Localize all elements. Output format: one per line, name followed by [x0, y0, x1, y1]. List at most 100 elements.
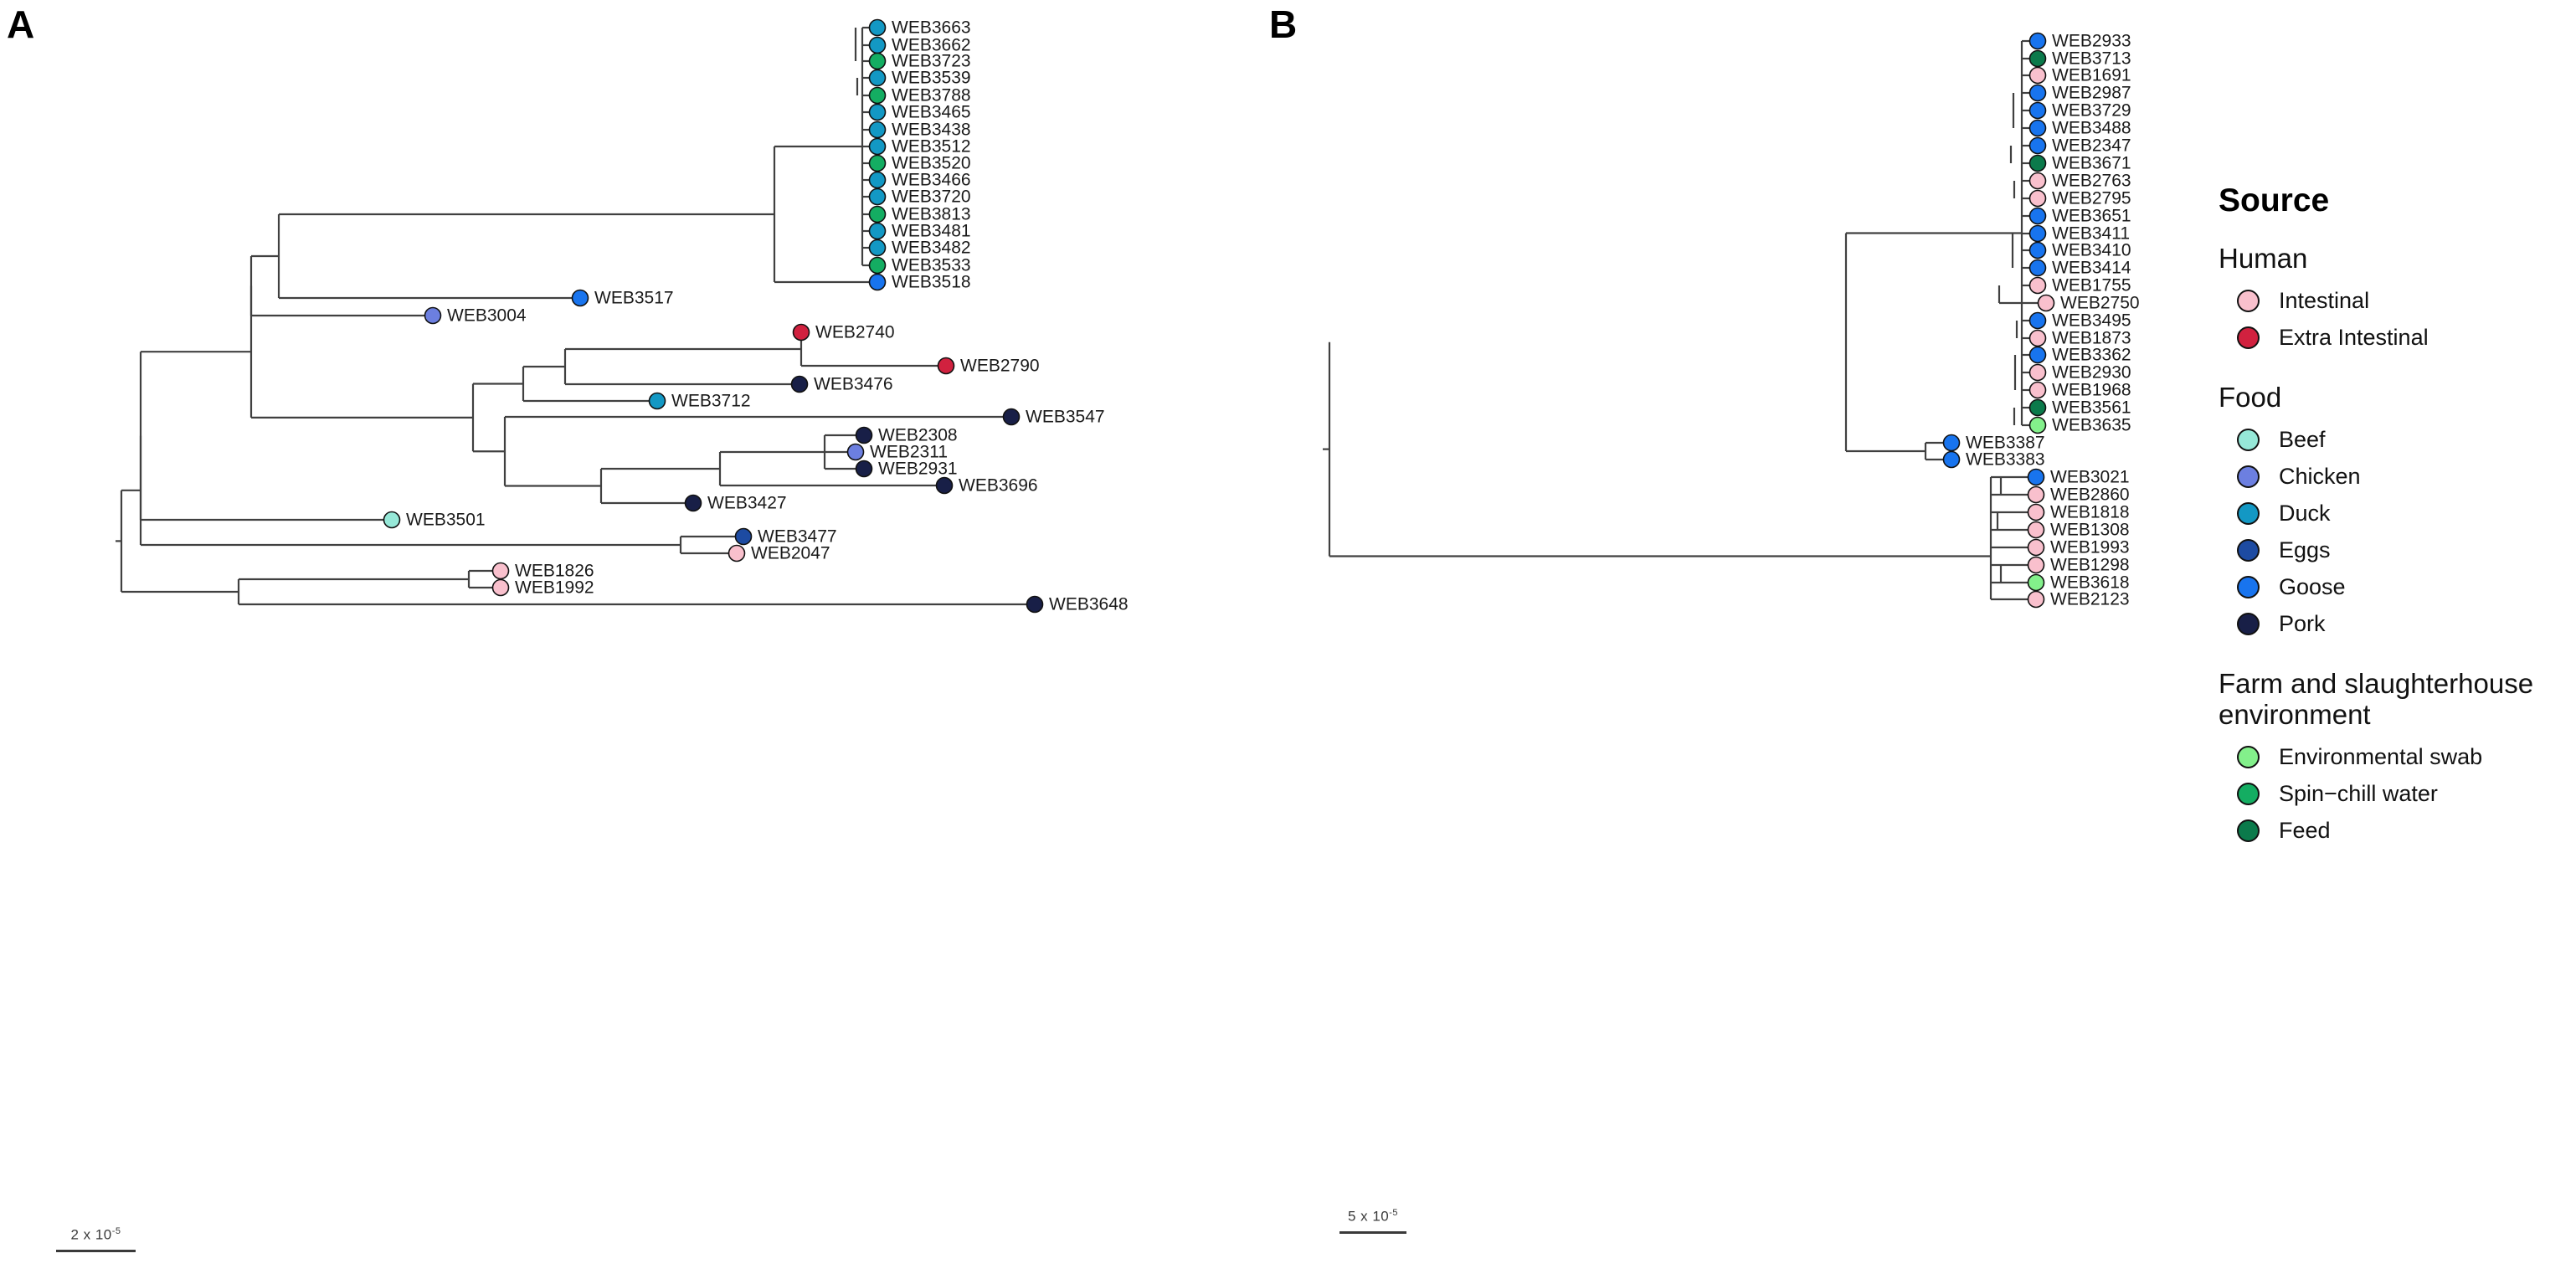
legend-item-label: Duck [2279, 500, 2331, 526]
legend-item[interactable]: Spin−chill water [2237, 778, 2570, 810]
tip-marker-WEB2347[interactable] [2028, 136, 2047, 155]
tip-marker-WEB3539[interactable] [868, 69, 887, 87]
tip-marker-WEB3512[interactable] [868, 137, 887, 156]
tip-marker-WEB3387[interactable] [1942, 434, 1961, 452]
tip-marker-WEB3481[interactable] [868, 222, 887, 240]
legend-swatch-circle-icon [2237, 782, 2260, 805]
tip-marker-WEB1993[interactable] [2027, 538, 2045, 557]
legend-item[interactable]: Feed [2237, 814, 2570, 847]
legend-item[interactable]: Goose [2237, 571, 2570, 604]
tip-marker-WEB3021[interactable] [2027, 468, 2045, 486]
tip-marker-WEB3438[interactable] [868, 121, 887, 139]
tip-marker-WEB3696[interactable] [935, 476, 954, 495]
tip-label-WEB3813: WEB3813 [892, 205, 971, 224]
tip-marker-WEB1691[interactable] [2028, 66, 2047, 85]
legend-item[interactable]: Environmental swab [2237, 741, 2570, 773]
tree-tips-panel-b: WEB2933WEB3713WEB1691WEB2987WEB3729WEB34… [1942, 32, 2140, 609]
tip-marker-WEB3648[interactable] [1026, 595, 1044, 614]
tip-marker-WEB3410[interactable] [2028, 241, 2047, 259]
legend-swatch-circle-icon [2237, 612, 2260, 635]
tip-marker-WEB2931[interactable] [855, 460, 873, 478]
tip-label-WEB1691: WEB1691 [2052, 66, 2131, 85]
legend-item[interactable]: Chicken [2237, 460, 2570, 493]
tip-marker-WEB3004[interactable] [424, 306, 442, 325]
tip-marker-WEB3561[interactable] [2028, 398, 2047, 417]
legend-item[interactable]: Eggs [2237, 534, 2570, 567]
tip-marker-WEB2930[interactable] [2028, 363, 2047, 382]
tip-marker-WEB3501[interactable] [383, 511, 401, 529]
legend-title: Source [2219, 182, 2330, 218]
tip-marker-WEB3635[interactable] [2028, 416, 2047, 434]
tip-marker-WEB1873[interactable] [2028, 329, 2047, 347]
tip-label-WEB1826: WEB1826 [515, 562, 594, 581]
legend-item[interactable]: Duck [2237, 497, 2570, 530]
tip-label-WEB2930: WEB2930 [2052, 363, 2131, 383]
tip-marker-WEB3477[interactable] [734, 527, 753, 546]
tip-marker-WEB1992[interactable] [491, 578, 510, 597]
tip-marker-WEB1968[interactable] [2028, 381, 2047, 399]
tip-label-WEB3411: WEB3411 [2052, 224, 2130, 244]
tip-marker-WEB3414[interactable] [2028, 259, 2047, 277]
tip-marker-WEB3517[interactable] [571, 289, 589, 307]
legend-item[interactable]: Intestinal [2237, 285, 2570, 317]
tip-marker-WEB3618[interactable] [2027, 573, 2045, 592]
tip-marker-WEB3547[interactable] [1002, 408, 1021, 426]
tip-marker-WEB3651[interactable] [2028, 207, 2047, 225]
tip-label-WEB3729: WEB3729 [2052, 101, 2131, 121]
tip-marker-WEB3720[interactable] [868, 187, 887, 206]
tip-marker-WEB1826[interactable] [491, 562, 510, 580]
tip-marker-WEB3713[interactable] [2028, 49, 2047, 68]
tip-marker-WEB2047[interactable] [728, 544, 746, 562]
tip-marker-WEB2790[interactable] [937, 357, 955, 375]
legend-item[interactable]: Beef [2237, 424, 2570, 456]
scale-bar-panel-b: 5 x 10-5 [1339, 1208, 1406, 1234]
tip-marker-WEB2933[interactable] [2028, 32, 2047, 50]
tip-marker-WEB3518[interactable] [868, 273, 887, 291]
legend-swatch-circle-icon [2237, 428, 2260, 451]
tip-marker-WEB3362[interactable] [2028, 346, 2047, 364]
tip-marker-WEB3476[interactable] [790, 375, 809, 393]
tip-marker-WEB3671[interactable] [2028, 154, 2047, 172]
tip-marker-WEB1308[interactable] [2027, 521, 2045, 539]
tip-marker-WEB3663[interactable] [868, 18, 887, 37]
tip-marker-WEB3813[interactable] [868, 205, 887, 223]
tip-marker-WEB3466[interactable] [868, 171, 887, 189]
tip-label-WEB1818: WEB1818 [2050, 503, 2130, 522]
tip-marker-WEB3729[interactable] [2028, 101, 2047, 120]
tip-marker-WEB3533[interactable] [868, 256, 887, 275]
tip-marker-WEB1755[interactable] [2028, 276, 2047, 295]
tip-marker-WEB3712[interactable] [648, 392, 666, 410]
tip-marker-WEB2123[interactable] [2027, 590, 2045, 609]
tip-marker-WEB3788[interactable] [868, 86, 887, 105]
tip-marker-WEB3488[interactable] [2028, 119, 2047, 137]
tip-label-WEB3533: WEB3533 [892, 256, 971, 275]
tip-label-WEB3696: WEB3696 [959, 476, 1038, 496]
tip-marker-WEB3482[interactable] [868, 239, 887, 257]
panel-a-label: A [7, 3, 35, 46]
legend-item[interactable]: Extra Intestinal [2237, 321, 2570, 354]
legend-item[interactable]: Pork [2237, 608, 2570, 640]
tip-marker-WEB3411[interactable] [2028, 224, 2047, 243]
tip-marker-WEB2763[interactable] [2028, 172, 2047, 190]
tip-marker-WEB3383[interactable] [1942, 450, 1961, 469]
tip-marker-WEB2311[interactable] [846, 443, 865, 461]
tip-marker-WEB3723[interactable] [868, 52, 887, 70]
tree-branches-panel-b [1323, 39, 2038, 601]
tip-label-WEB3651: WEB3651 [2052, 207, 2131, 226]
tip-marker-WEB2987[interactable] [2028, 84, 2047, 102]
tip-marker-WEB3465[interactable] [868, 103, 887, 121]
tip-marker-WEB2750[interactable] [2037, 294, 2055, 312]
tip-marker-WEB1298[interactable] [2027, 556, 2045, 574]
tip-marker-WEB2860[interactable] [2027, 485, 2045, 504]
tip-marker-WEB3520[interactable] [868, 154, 887, 172]
tip-marker-WEB3427[interactable] [684, 494, 702, 512]
tip-marker-WEB3495[interactable] [2028, 311, 2047, 330]
tip-label-WEB3477: WEB3477 [758, 527, 837, 547]
tip-marker-WEB2795[interactable] [2028, 189, 2047, 208]
tip-marker-WEB2740[interactable] [792, 323, 810, 342]
tip-marker-WEB2308[interactable] [855, 426, 873, 444]
tip-marker-WEB1818[interactable] [2027, 503, 2045, 521]
tip-label-WEB3713: WEB3713 [2052, 49, 2131, 69]
